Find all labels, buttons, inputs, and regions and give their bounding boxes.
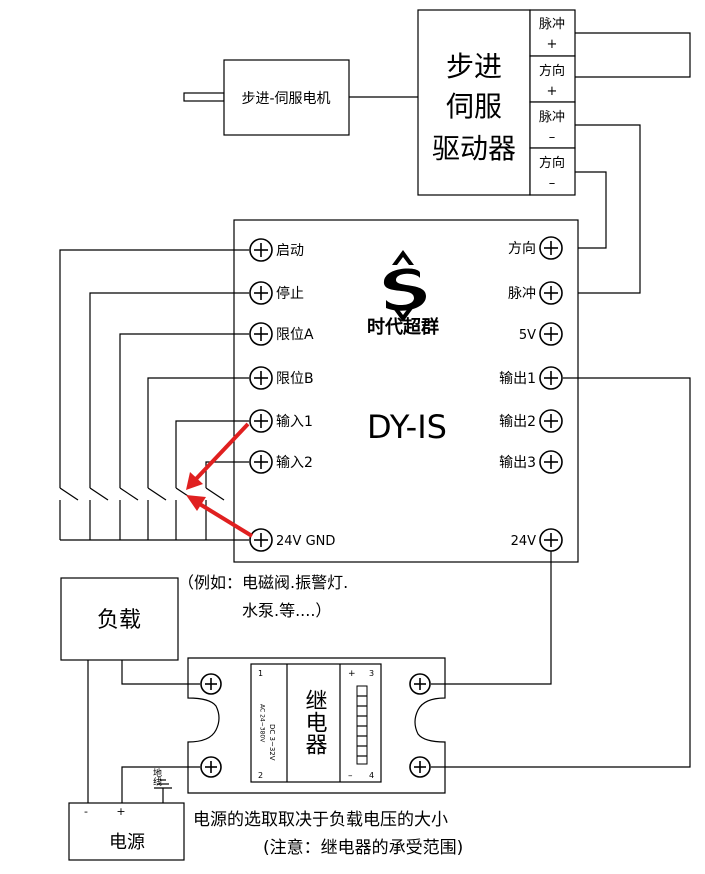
relay-terminal-bottom-left: [200, 756, 222, 778]
label-limit-b: 限位B: [276, 371, 314, 387]
driver-terminal-3-line1: 脉冲: [539, 110, 565, 125]
brand-name: 时代超群: [367, 316, 439, 338]
power-label: 电源: [109, 832, 145, 853]
terminal-5v: [539, 322, 563, 346]
load-box: [60, 577, 179, 661]
driver-terminal-1-line1: 脉冲: [539, 17, 565, 32]
load-note-line1: （例如：电磁阀.振警灯.: [178, 573, 348, 592]
driver-terminal-4-line1: 方向: [539, 155, 565, 171]
note-line2: (注意：继电器的承受范围): [263, 838, 463, 858]
label-start: 启动: [276, 243, 304, 259]
relay-minus-mark: –: [348, 771, 353, 781]
wire-output1-to-relay: [431, 377, 691, 768]
label-output-2: 输出2: [499, 414, 536, 430]
terminal-limit-b: [249, 366, 273, 390]
power-minus: -: [84, 805, 88, 818]
label-24v: 24V: [511, 534, 537, 549]
wire-24v-to-relay: [431, 551, 552, 685]
motor-unit: 步进-伺服电机: [183, 59, 350, 136]
relay-plus-mark: +: [348, 669, 356, 679]
relay-pin-2: 2: [258, 771, 263, 780]
relay-spec-output: AC 24~380V: [259, 704, 266, 743]
terminal-input-2: [249, 450, 273, 474]
label-24v-gnd: 24V GND: [276, 534, 335, 549]
relay-pin-1: 1: [258, 669, 263, 678]
driver-title-3: 驱动器: [432, 132, 516, 165]
load-note-line2: 水泵.等....）: [242, 601, 331, 620]
relay-terminal-top-right: [409, 673, 431, 695]
terminal-start: [249, 238, 273, 262]
relay-unit: 继电器 1 2 3 4 + – DC 3~32V AC 24~380V: [187, 657, 446, 794]
driver-title-1: 步进: [446, 50, 502, 83]
controller-unit: 时代超群 DY-IS 启动 停止 限位A 限位B 输入1 输入2 24V GND…: [233, 219, 579, 563]
driver-terminal-3-line2: –: [549, 130, 556, 145]
power-plus: +: [116, 805, 125, 818]
motor-shaft: [183, 92, 225, 102]
label-direction: 方向: [508, 241, 536, 257]
power-unit: 电源 - + 地线: [68, 767, 185, 861]
relay-pin-4: 4: [369, 771, 374, 780]
load-label: 负载: [97, 608, 141, 633]
driver-unit: 步进 伺服 驱动器 脉冲 + 方向 + 脉冲 – 方向 –: [417, 9, 576, 196]
relay-contact-bar: [356, 685, 368, 765]
label-pulse: 脉冲: [508, 286, 536, 302]
wire-dir-minus: [566, 171, 607, 249]
wire-load-to-relay: [121, 660, 200, 685]
terminal-pulse: [539, 281, 563, 305]
label-limit-a: 限位A: [276, 327, 314, 343]
controller-model: DY-IS: [367, 408, 447, 446]
label-output-3: 输出3: [499, 455, 536, 471]
label-5v: 5V: [519, 328, 536, 343]
terminal-input-1: [249, 409, 273, 433]
wire-pulse-dir-plus-link: [575, 32, 691, 78]
driver-terminal-4-line2: –: [549, 176, 556, 191]
driver-terminal-2-line2: +: [547, 84, 558, 99]
motor-box: [223, 59, 350, 136]
arrow-to-24v-gnd: [196, 501, 254, 538]
wire-pulse-minus: [566, 124, 641, 294]
terminal-24v: [539, 528, 563, 552]
label-input-1: 输入1: [276, 414, 313, 430]
switch-bank: [59, 249, 249, 541]
label-stop: 停止: [276, 285, 304, 302]
note-line1: 电源的选取取决于负载电压的大小: [193, 810, 448, 830]
driver-terminal-2-line1: 方向: [539, 63, 565, 79]
terminal-limit-a: [249, 322, 273, 346]
arrowhead-lower: [186, 495, 206, 511]
power-box: [68, 802, 185, 861]
driver-terminal-1-line2: +: [547, 37, 558, 52]
arrow-to-input-1: [194, 422, 250, 481]
brand-logo: 时代超群: [367, 250, 439, 338]
relay-terminal-bottom-right: [409, 756, 431, 778]
relay-label: 继电器: [302, 689, 328, 755]
label-input-2: 输入2: [276, 455, 313, 471]
wire-relay-to-power: [121, 766, 200, 803]
terminal-output-1: [539, 366, 563, 390]
terminal-24v-gnd: [249, 528, 273, 552]
terminal-direction: [539, 236, 563, 260]
terminal-output-3: [539, 450, 563, 474]
load-unit: 负载: [60, 577, 179, 661]
terminal-stop: [249, 281, 273, 305]
label-output-1: 输出1: [499, 371, 536, 387]
relay-pin-3: 3: [369, 669, 374, 678]
terminal-output-2: [539, 409, 563, 433]
arrowhead-upper: [186, 472, 203, 490]
driver-box: [417, 9, 531, 196]
ground-label: 地线: [151, 767, 162, 786]
motor-label: 步进-伺服电机: [241, 91, 330, 107]
relay-terminal-top-left: [200, 673, 222, 695]
relay-spec-input: DC 3~32V: [268, 724, 276, 761]
controller-box: [233, 219, 579, 563]
driver-title-2: 伺服: [446, 90, 502, 123]
indicator-arrows: [186, 422, 254, 538]
